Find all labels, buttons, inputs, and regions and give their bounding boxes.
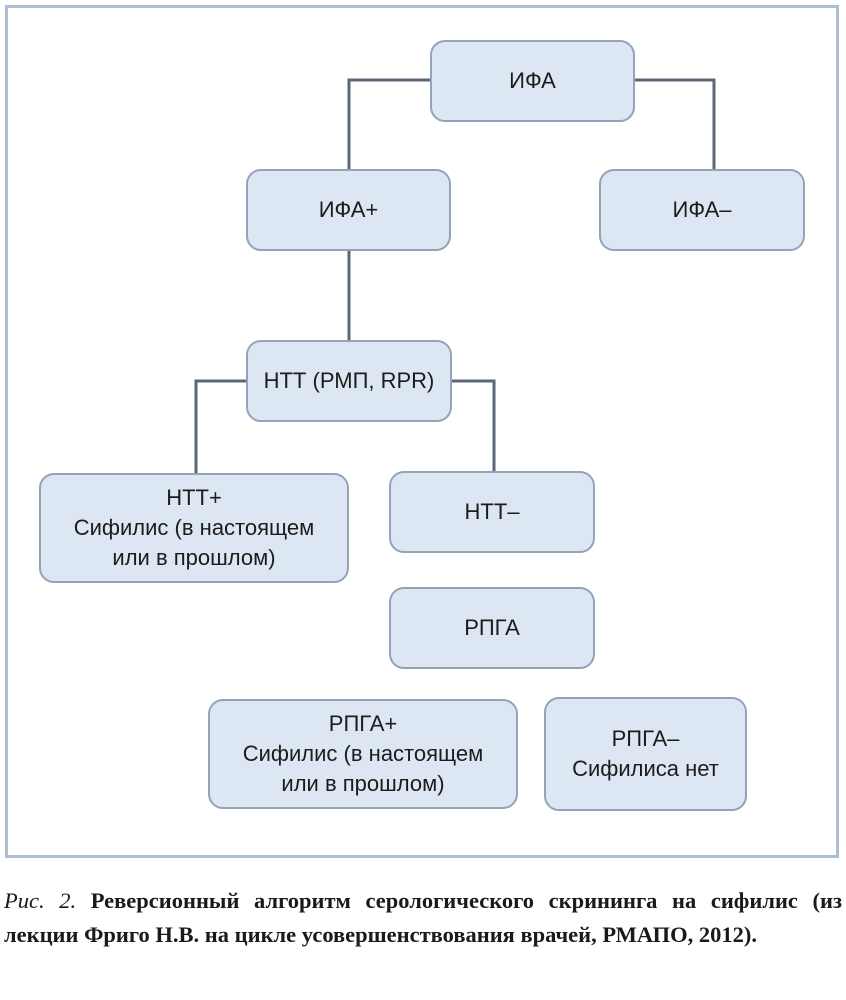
node-ntt-positive-line-2: Сифилис (в настоящем: [73, 515, 315, 540]
node-ifa-label: ИФА: [509, 68, 556, 93]
node-rpga-positive-line-1: РПГА+: [328, 711, 398, 736]
node-ifa: ИФА: [430, 40, 635, 122]
node-rpga-positive-line-3: или в прошлом): [281, 771, 445, 796]
node-rpga: РПГА: [389, 587, 595, 669]
figure-caption: Рис. 2. Реверсионный алгоритм серологиче…: [4, 884, 842, 952]
node-ntt-negative-label: НТТ–: [464, 499, 520, 524]
node-ntt-label: НТТ (РМП, RPR): [263, 368, 435, 393]
node-rpga-positive: РПГА+ Сифилис (в настоящем или в прошлом…: [208, 699, 518, 809]
connector-ifa-to-ifa-pos: [347, 78, 432, 171]
node-ntt-positive-line-1: НТТ+: [166, 485, 222, 510]
node-rpga-label: РПГА: [464, 615, 520, 640]
figure-caption-text: Реверсионный алгоритм серологического ск…: [4, 888, 842, 947]
node-ifa-positive: ИФА+: [246, 169, 451, 251]
node-rpga-negative-line-2: Сифилиса нет: [572, 756, 719, 781]
node-ntt-positive-line-3: или в прошлом): [112, 545, 276, 570]
node-ntt-negative: НТТ–: [389, 471, 595, 553]
node-ifa-negative: ИФА–: [599, 169, 805, 251]
node-rpga-negative-line-1: РПГА–: [611, 726, 680, 751]
node-ifa-positive-label: ИФА+: [318, 197, 379, 222]
figure-caption-label: Рис. 2.: [4, 888, 77, 913]
node-ntt: НТТ (РМП, RPR): [246, 340, 452, 422]
node-rpga-negative: РПГА– Сифилиса нет: [544, 697, 747, 811]
connector-ntt-to-ntt-neg: [451, 379, 496, 473]
node-ifa-negative-label: ИФА–: [672, 197, 732, 222]
node-rpga-positive-line-2: Сифилис (в настоящем: [242, 741, 484, 766]
node-ntt-positive: НТТ+ Сифилис (в настоящем или в прошлом): [39, 473, 349, 583]
connector-ntt-to-ntt-pos: [194, 379, 248, 475]
connector-ifa-to-ifa-neg: [634, 78, 716, 171]
